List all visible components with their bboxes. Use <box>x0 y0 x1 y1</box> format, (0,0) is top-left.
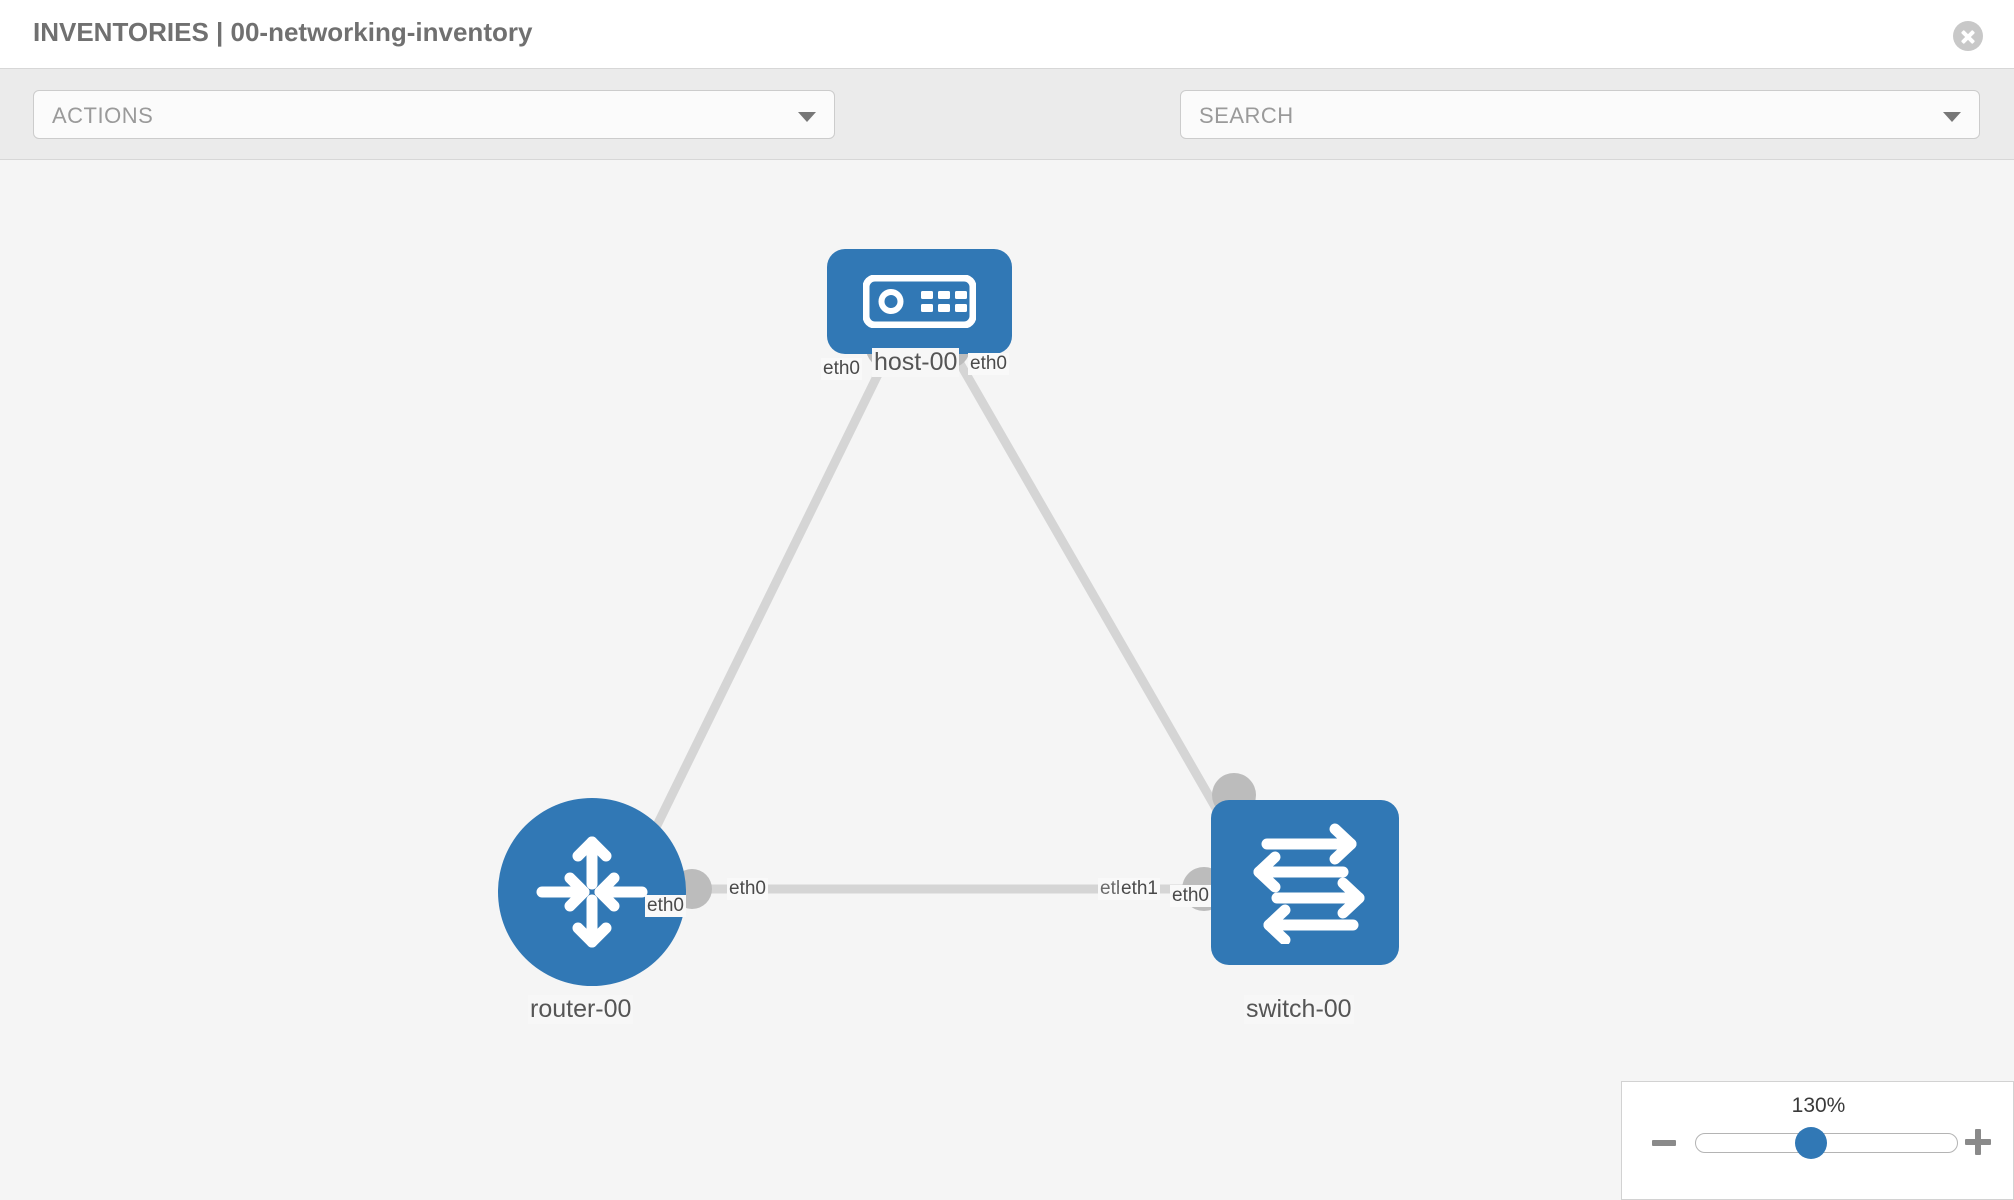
topology-node-switch-00[interactable] <box>1211 800 1399 965</box>
chevron-down-icon <box>798 112 816 122</box>
host-node-shape <box>827 249 1012 354</box>
actions-dropdown-label: ACTIONS <box>52 103 154 128</box>
iface-label-host-right: eth0 <box>968 353 1009 375</box>
router-node-shape <box>498 798 686 986</box>
switch-arrows-icon <box>1253 823 1365 944</box>
switch-node-shape <box>1211 800 1399 965</box>
router-arrows-icon <box>536 836 648 948</box>
chevron-down-icon <box>1943 112 1961 122</box>
search-input[interactable]: SEARCH <box>1180 90 1980 139</box>
node-label-switch-00: switch-00 <box>1244 995 1354 1024</box>
topology-node-host-00[interactable] <box>827 249 1012 354</box>
zoom-percent-label: 130% <box>1791 1094 1846 1117</box>
page-header: INVENTORIES | 00-networking-inventory <box>0 0 2014 69</box>
node-label-host-00: host-00 <box>872 348 960 377</box>
iface-label-switch-up: eth0 <box>1170 885 1211 907</box>
topology-node-router-00[interactable] <box>498 798 686 986</box>
server-icon <box>863 275 976 328</box>
iface-label-host-left: eth0 <box>821 358 862 380</box>
link-host-switch <box>954 357 1244 853</box>
iface-label-switch-left: eth1 <box>1119 878 1160 900</box>
topology-canvas[interactable]: host-00 eth0 eth0 <box>0 160 2014 1200</box>
minus-icon[interactable] <box>1652 1140 1676 1146</box>
iface-label-router-right: eth0 <box>727 878 768 900</box>
node-label-router-00: router-00 <box>528 995 634 1024</box>
zoom-slider-thumb[interactable] <box>1795 1127 1827 1159</box>
actions-dropdown[interactable]: ACTIONS <box>33 90 835 139</box>
plus-icon[interactable] <box>1965 1129 1991 1155</box>
close-icon[interactable] <box>1953 21 1983 51</box>
search-placeholder: SEARCH <box>1199 103 1294 128</box>
toolbar: ACTIONS SEARCH <box>0 69 2014 198</box>
link-host-router <box>635 358 890 862</box>
page-title: INVENTORIES | 00-networking-inventory <box>33 17 533 47</box>
zoom-control-panel: 130% <box>1621 1081 2014 1200</box>
iface-label-router-up: eth0 <box>645 895 686 917</box>
